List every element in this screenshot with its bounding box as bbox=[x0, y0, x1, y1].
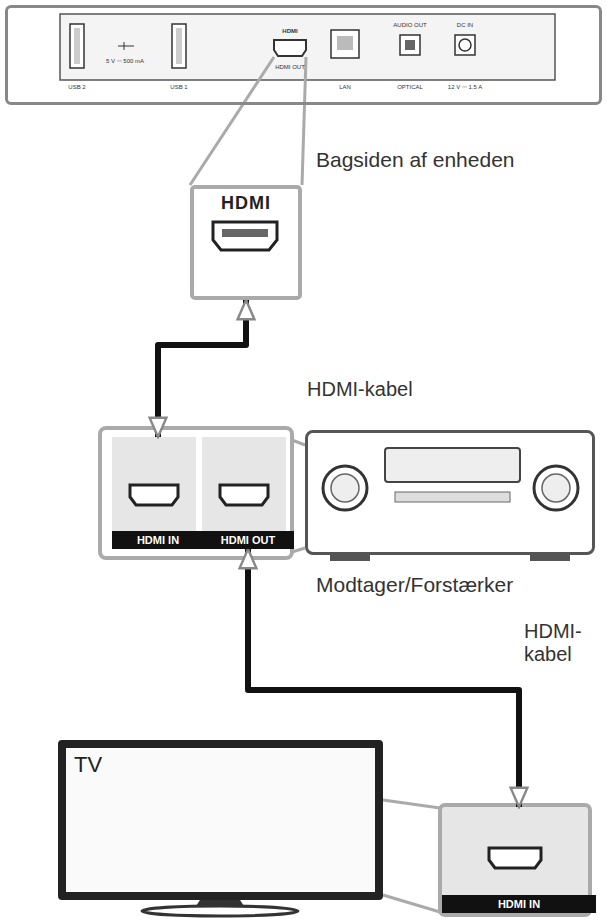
tv-screen bbox=[66, 748, 375, 892]
hdmi-cable bbox=[248, 549, 519, 807]
cable-label: HDMI- kabel bbox=[522, 620, 598, 666]
port-caption: USB 2 bbox=[68, 84, 85, 90]
optical-port bbox=[400, 35, 420, 55]
lan-port-inner bbox=[337, 36, 353, 50]
hdmi-port-zoom bbox=[130, 485, 178, 505]
hdmi-port-pins bbox=[222, 229, 268, 237]
port-caption: 12 V ⎓ 1.5 A bbox=[448, 84, 482, 91]
device-recess bbox=[60, 14, 555, 80]
hdmi-port bbox=[274, 40, 306, 56]
hdmi-port-zoom bbox=[489, 848, 541, 868]
port-caption: LAN bbox=[339, 84, 351, 90]
usb-port-inner bbox=[176, 28, 182, 64]
hdmi-cable bbox=[158, 300, 246, 437]
node-heading: Modtager/Forstærker bbox=[316, 573, 513, 597]
port-callout: HDMI bbox=[190, 185, 302, 300]
leader-line bbox=[190, 57, 306, 185]
lan-port bbox=[331, 30, 359, 58]
device-panel: Bagsiden af enheden bbox=[5, 5, 602, 105]
node-label: HDMI bbox=[194, 189, 298, 214]
usb-port bbox=[70, 24, 84, 68]
port-caption: OPTICAL bbox=[397, 84, 423, 90]
port-label: HDMI IN bbox=[442, 895, 596, 913]
usb-icon bbox=[118, 42, 134, 50]
port-caption: DC IN bbox=[457, 22, 473, 28]
receiver-foot bbox=[530, 555, 570, 561]
receiver-knob-inner bbox=[542, 474, 570, 502]
tv-box: TV bbox=[58, 740, 383, 900]
port-label: HDMI IN bbox=[112, 531, 204, 549]
port-caption: USB 1 bbox=[170, 84, 187, 90]
receiver-buttons bbox=[395, 492, 510, 502]
leader-line bbox=[383, 800, 440, 912]
hdmi-port-zoom bbox=[220, 485, 268, 505]
receiver-foot bbox=[330, 555, 370, 561]
receiver-knob bbox=[534, 466, 578, 510]
optical-port-inner bbox=[405, 40, 415, 50]
port-caption: 5 V ⎓ 500 mA bbox=[106, 58, 144, 65]
receiver-knob-inner bbox=[331, 474, 359, 502]
receiver-box: Modtager/Forstærker bbox=[305, 430, 595, 555]
node-label: TV bbox=[66, 748, 110, 782]
dc-jack bbox=[459, 39, 471, 51]
hdmi-port-zoom bbox=[213, 222, 277, 250]
tv-base bbox=[142, 906, 298, 916]
receiver-display bbox=[385, 448, 520, 482]
port-caption: HDMI OUT bbox=[275, 64, 305, 70]
port-box: HDMI IN bbox=[442, 807, 596, 913]
port-caption: AUDIO OUT bbox=[393, 22, 426, 28]
receiver-body bbox=[305, 430, 595, 555]
dc-port bbox=[455, 35, 475, 55]
usb-port-inner bbox=[74, 28, 80, 64]
receiver-knob bbox=[323, 466, 367, 510]
port-box: HDMI IN bbox=[112, 437, 204, 549]
port-caption: HDMI bbox=[282, 28, 297, 34]
port-box: HDMI OUT bbox=[202, 437, 294, 549]
node-heading: Bagsiden af enheden bbox=[316, 148, 515, 172]
usb-port bbox=[172, 24, 186, 68]
port-label: HDMI OUT bbox=[202, 531, 294, 549]
cable-label: HDMI-kabel bbox=[305, 378, 415, 401]
